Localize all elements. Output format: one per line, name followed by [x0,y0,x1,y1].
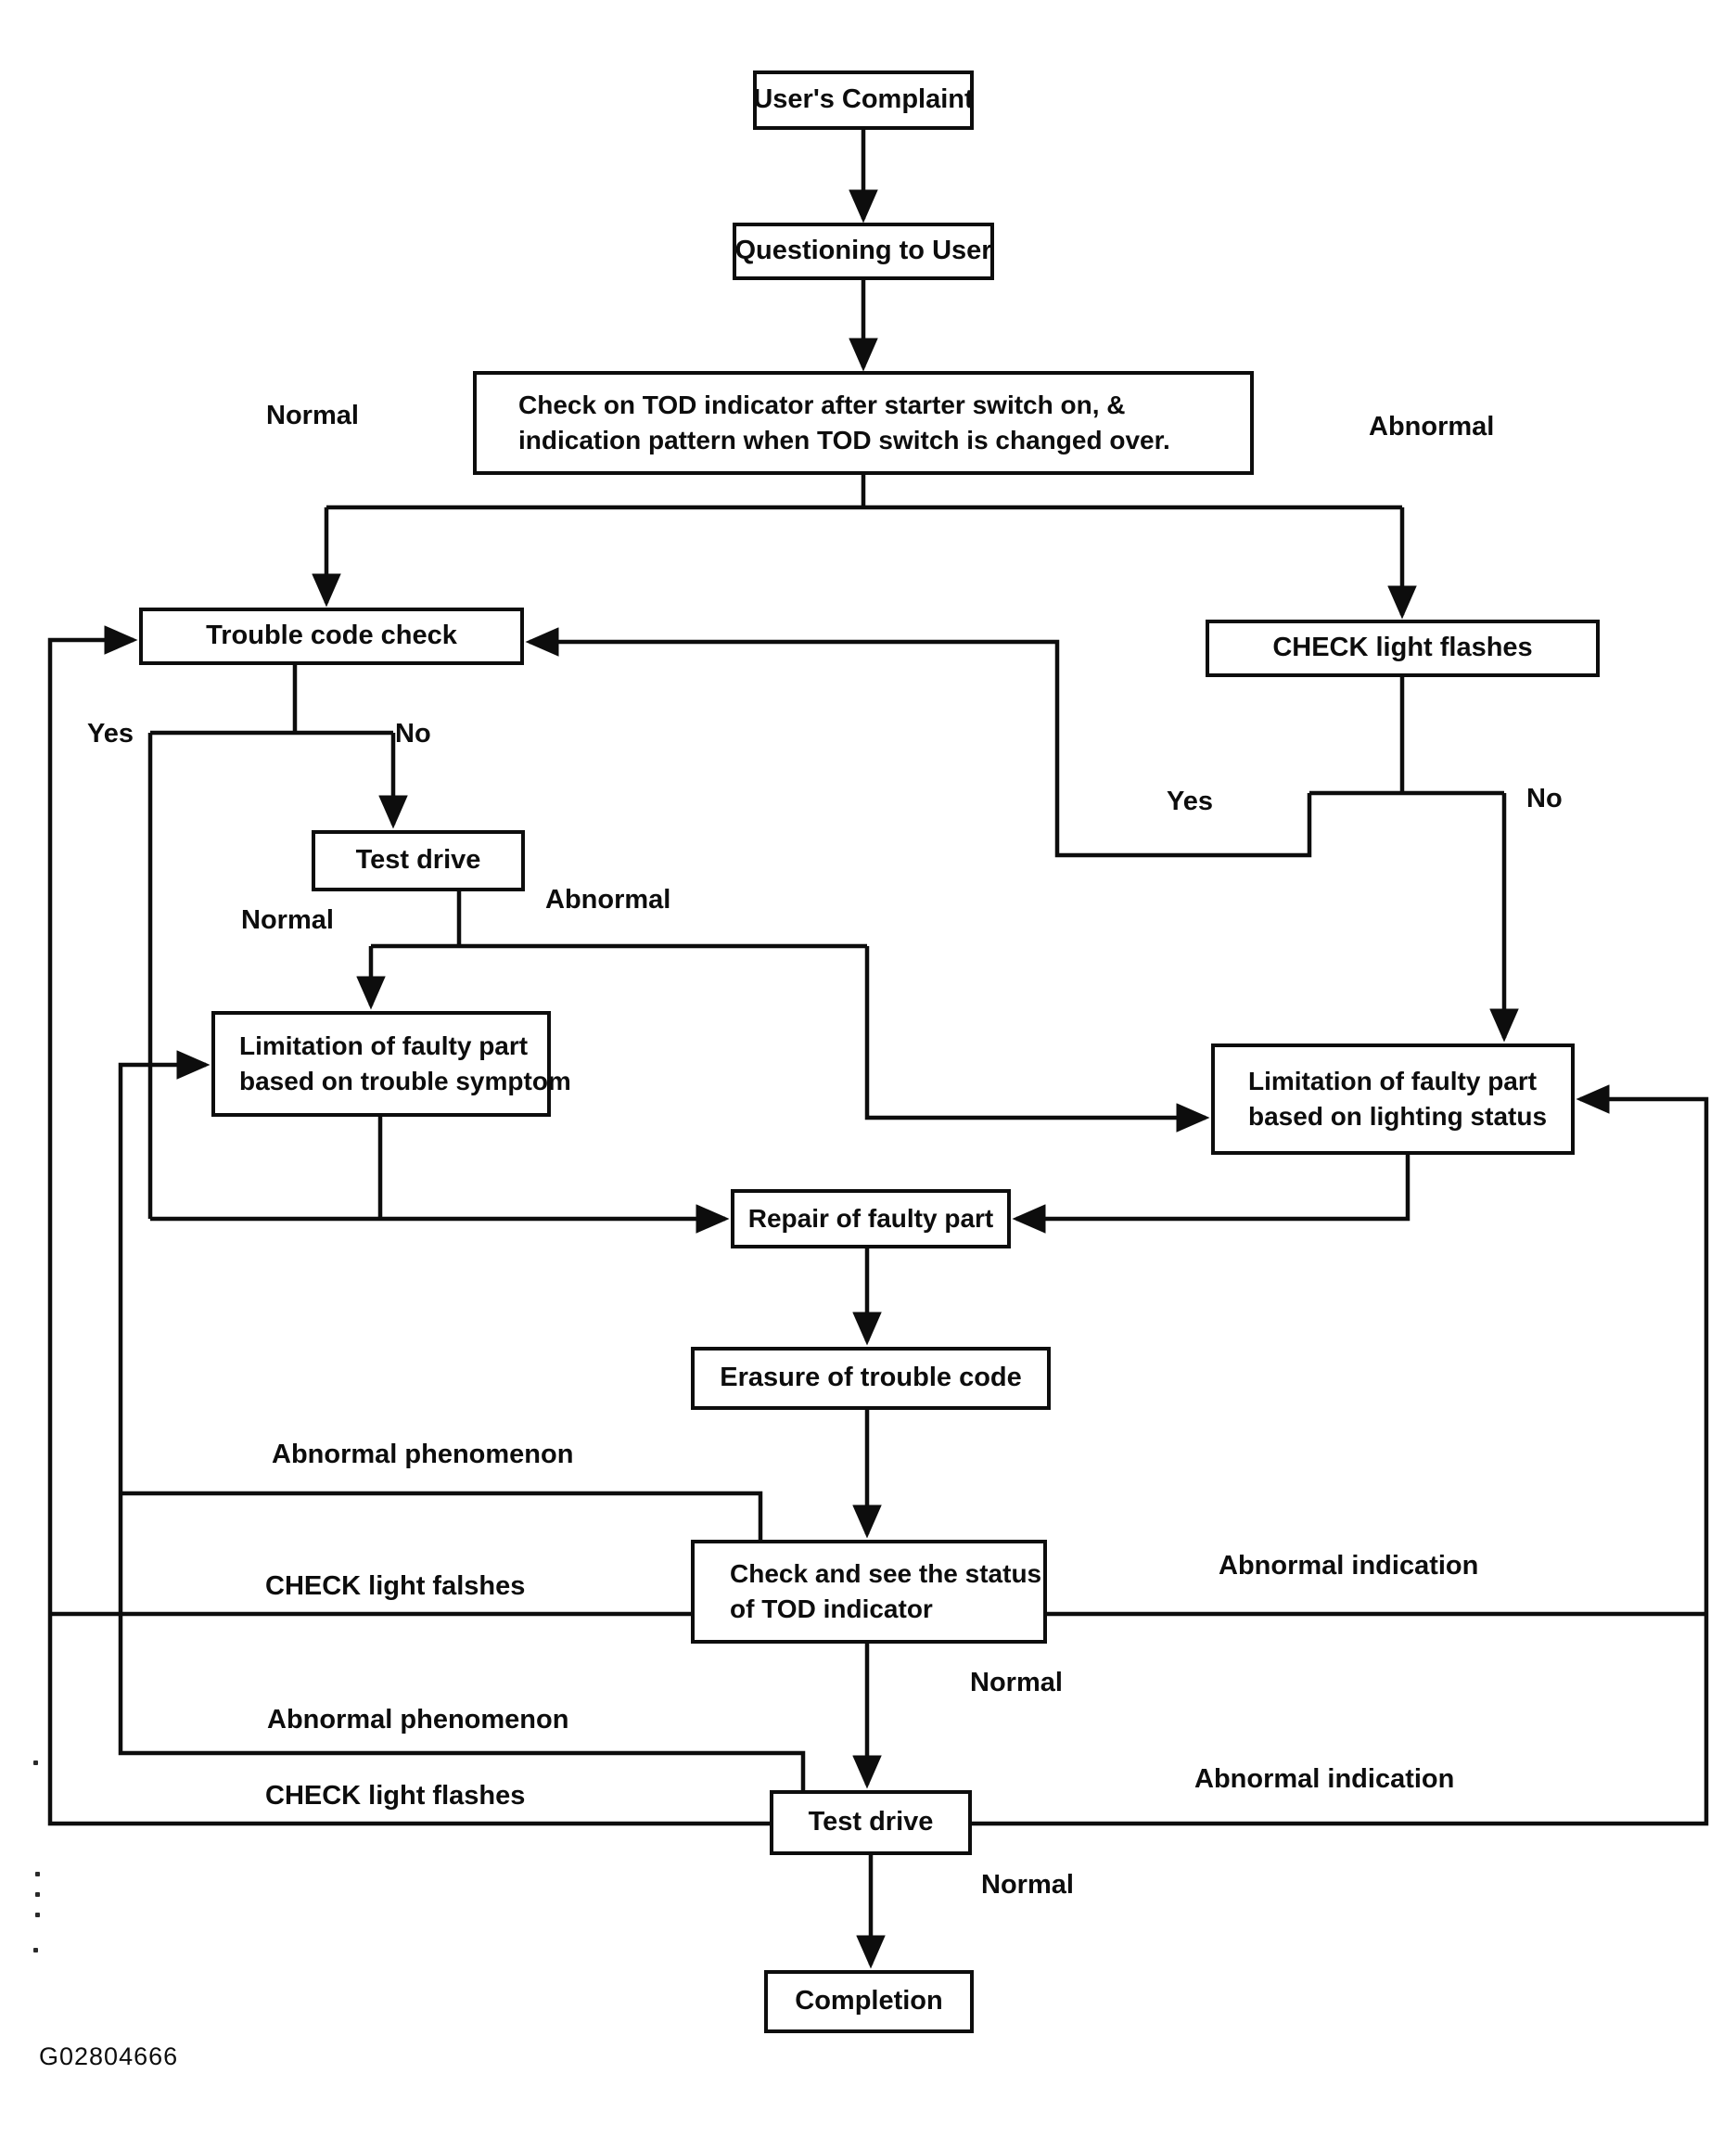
node-check-light-flashes: CHECK light flashes [1206,620,1600,677]
edge-limlight-to-repair [1012,1155,1410,1234]
edge-check-flash-trunk [47,625,770,1826]
scan-artifact-dot [35,1872,40,1876]
node-label-line2: indication pattern when TOD switch is ch… [518,426,1170,454]
node-repair-faulty-part: Repair of faulty part [731,1189,1011,1248]
label-abnormal-top: Abnormal [1369,412,1495,442]
node-limitation-lighting-status: Limitation of faulty part based on light… [1211,1043,1575,1155]
node-label-line1: Limitation of faulty part [239,1031,529,1061]
edge-abnormal-indication-trunk [972,1084,1709,1826]
label-normal-top: Normal [266,401,359,430]
node-label-line1: Limitation of faulty part [1248,1067,1538,1096]
label-check-light-flashes-2: CHECK light flashes [265,1781,526,1811]
label-normal-test1: Normal [241,905,334,935]
node-questioning-to-user: Questioning to User [733,223,994,280]
node-label: Trouble code check [206,621,457,651]
scan-artifact-dot [33,1760,38,1765]
label-normal-status: Normal [970,1668,1063,1697]
node-label-line2: based on lighting status [1248,1102,1548,1131]
label-no-flash: No [1526,784,1563,813]
label-abnormal-test1: Abnormal [545,885,671,915]
label-no-trouble: No [395,719,431,749]
label-abnormal-phenomenon-2: Abnormal phenomenon [267,1705,569,1735]
label-abnormal-indication-1: Abnormal indication [1219,1551,1479,1581]
node-label: Test drive [355,845,481,876]
edge-test1-abnormal-path [864,946,1210,1133]
node-completion: Completion [764,1970,974,2033]
node-test-drive-1: Test drive [312,830,525,891]
scan-artifact-dot [35,1892,40,1897]
label-abnormal-phenomenon-1: Abnormal phenomenon [272,1440,574,1469]
figure-id: G02804666 [39,2042,179,2070]
node-test-drive-2: Test drive [770,1790,972,1855]
node-erasure-trouble-code: Erasure of trouble code [691,1347,1051,1410]
node-label-line2: of TOD indicator [730,1594,933,1623]
node-label: Completion [795,1986,943,2016]
label-check-light-falshes-1: CHECK light falshes [265,1571,526,1601]
node-users-complaint: User's Complaint [753,70,974,130]
node-label: CHECK light flashes [1272,633,1533,663]
node-label: Questioning to User [734,236,992,266]
edge-flash-yes-staircase [525,627,1312,858]
node-label: Test drive [808,1807,934,1837]
label-yes-trouble: Yes [87,719,134,749]
node-limitation-trouble-symptom: Limitation of faulty part based on troub… [211,1011,571,1117]
node-label: Repair of faulty part [747,1204,994,1234]
label-abnormal-indication-2: Abnormal indication [1194,1764,1455,1794]
edge-abnormal-phenomenon-trunk [118,1050,806,1790]
label-normal-test2: Normal [981,1870,1074,1900]
scan-artifact-dot [33,1948,38,1952]
node-check-tod-indicator: Check on TOD indicator after starter swi… [473,371,1254,475]
node-label: User's Complaint [753,84,974,115]
node-label-line1: Check on TOD indicator after starter swi… [518,390,1126,420]
label-yes-flash: Yes [1167,787,1213,816]
node-check-status-tod-indicator: Check and see the status of TOD indicato… [691,1540,1047,1644]
node-label-line1: Check and see the status [730,1559,1042,1589]
node-label-line2: based on trouble symptom [239,1067,571,1095]
scan-artifact-dot [35,1913,40,1917]
edge-status-abnormal-phenomenon [121,1491,763,1540]
node-trouble-code-check: Trouble code check [139,608,524,665]
node-label: Erasure of trouble code [720,1363,1022,1393]
